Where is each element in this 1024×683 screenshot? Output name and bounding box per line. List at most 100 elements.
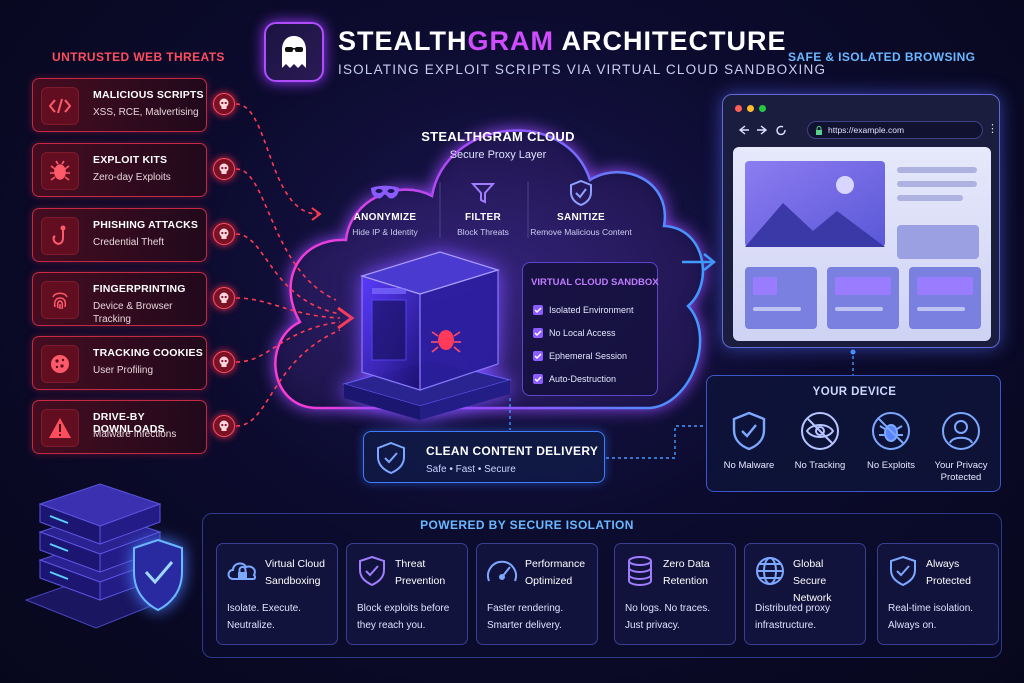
bug-off-icon <box>855 410 927 452</box>
check-icon <box>533 351 543 361</box>
sandbox-title: VIRTUAL CLOUD SANDBOX <box>531 277 659 288</box>
powered-title: POWERED BY SECURE ISOLATION <box>420 518 634 532</box>
cloud-lock-icon <box>225 554 259 588</box>
sandbox-item: Auto-Destruction <box>533 374 616 384</box>
bug-icon <box>41 152 79 190</box>
threat-name: DRIVE-BY DOWNLOADS <box>93 411 165 435</box>
threat-name: FINGERPRINTING <box>93 283 186 295</box>
shield-check-icon <box>713 410 785 452</box>
function-name: FILTER <box>464 212 502 223</box>
mask-icon <box>330 180 440 206</box>
hook-icon <box>41 217 79 255</box>
lock-icon <box>816 126 822 135</box>
skull-icon <box>213 93 235 115</box>
function-name: SANITIZE <box>557 212 605 223</box>
device-item-no-tracking: No Tracking <box>784 410 856 472</box>
your-device-panel: YOUR DEVICE No Malware No Tracking No Ex… <box>706 375 1001 492</box>
feature-body: Isolate. Execute.Neutralize. <box>227 603 301 631</box>
page-subtitle: ISOLATING EXPLOIT SCRIPTS VIA VIRTUAL CL… <box>338 62 827 77</box>
app-logo <box>264 22 324 82</box>
skull-icon <box>213 415 235 437</box>
warning-icon <box>41 409 79 447</box>
threat-card-tracking-cookies: TRACKING COOKIES User Profiling <box>32 336 207 390</box>
threat-desc: Malware Infections <box>93 429 177 440</box>
bug-icon <box>431 330 461 353</box>
clean-desc: Safe • Fast • Secure <box>426 464 516 475</box>
database-icon <box>623 554 657 588</box>
device-title: YOUR DEVICE <box>812 386 897 398</box>
cloud-function-anonymize: ANONYMIZE Hide IP & Identity <box>330 180 440 237</box>
feature-body: No logs. No traces.Just privacy. <box>625 603 711 631</box>
ghost-icon <box>282 36 306 68</box>
threat-card-drive-by-downloads: DRIVE-BY DOWNLOADS Malware Infections <box>32 400 207 454</box>
cloud-function-sanitize: SANITIZE Remove Malicious Content <box>526 180 636 237</box>
shield-check-icon <box>886 554 920 588</box>
threat-desc: XSS, RCE, Malvertising <box>93 107 199 118</box>
server-stack-illustration <box>24 483 183 629</box>
page-placeholder <box>745 161 981 329</box>
user-icon <box>925 410 997 452</box>
device-item-privacy-protected: Your Privacy Protected <box>925 410 997 484</box>
check-icon <box>533 305 543 315</box>
device-item-no-exploits: No Exploits <box>855 410 927 472</box>
device-item-no-malware: No Malware <box>713 410 785 472</box>
feature-body: Faster rendering.Smarter delivery. <box>487 603 564 631</box>
sandbox-cube <box>342 251 512 420</box>
cloud-subtitle: Secure Proxy Layer <box>449 149 547 161</box>
url-text: https://example.com <box>828 125 905 135</box>
threat-desc: Zero-day Exploits <box>93 172 171 183</box>
browser-page-content <box>733 147 991 341</box>
threat-card-exploit-kits: EXPLOIT KITS Zero-day Exploits <box>32 143 207 197</box>
skull-icon <box>213 223 235 245</box>
cloud-function-filter: FILTER Block Threats <box>428 180 538 237</box>
sandbox-item: Ephemeral Session <box>533 351 627 361</box>
gauge-icon <box>485 554 519 588</box>
shield-check-icon <box>526 180 636 206</box>
code-icon <box>41 87 79 125</box>
minimize-dot <box>747 105 754 112</box>
cookie-icon <box>41 345 79 383</box>
page-title: STEALTHGRAM ARCHITECTURE <box>338 26 787 56</box>
menu-dots-icon[interactable]: ⋮ <box>987 123 998 135</box>
clean-title: CLEAN CONTENT DELIVERY <box>426 444 599 458</box>
check-icon <box>533 328 543 338</box>
fingerprint-icon <box>41 281 79 319</box>
sandbox-panel: VIRTUAL CLOUD SANDBOX Isolated Environme… <box>522 262 659 396</box>
cloud-title: STEALTHGRAM CLOUD <box>421 129 575 144</box>
feature-body: Real-time isolation.Always on. <box>888 603 974 631</box>
threat-name: TRACKING COOKIES <box>93 347 203 359</box>
nav-arrows-icon[interactable] <box>737 124 797 136</box>
skull-icon <box>213 351 235 373</box>
sandbox-item: Isolated Environment <box>533 305 634 315</box>
check-icon <box>533 374 543 384</box>
shield-check-icon <box>355 554 389 588</box>
threat-card-phishing: PHISHING ATTACKS Credential Theft <box>32 208 207 262</box>
browser-window: https://example.com ⋮ <box>722 94 1000 348</box>
eye-off-icon <box>784 410 856 452</box>
sandbox-item: No Local Access <box>533 328 616 338</box>
skull-icon <box>213 158 235 180</box>
threat-desc: User Profiling <box>93 365 154 376</box>
clean-content-delivery: CLEAN CONTENT DELIVERY Safe • Fast • Sec… <box>363 431 605 483</box>
threat-desc: Credential Theft <box>93 237 164 248</box>
threats-section-title: UNTRUSTED WEB THREATS <box>52 50 225 64</box>
address-bar[interactable]: https://example.com <box>807 121 983 139</box>
threat-card-malicious-scripts: MALICIOUS SCRIPTS XSS, RCE, Malvertising <box>32 78 207 132</box>
function-desc: Remove Malicious Content <box>530 227 632 237</box>
maximize-dot <box>759 105 766 112</box>
safe-browsing-section-title: SAFE & ISOLATED BROWSING <box>788 50 976 64</box>
threat-desc: Device & Browser Tracking <box>93 301 173 325</box>
threat-name: EXPLOIT KITS <box>93 154 168 166</box>
